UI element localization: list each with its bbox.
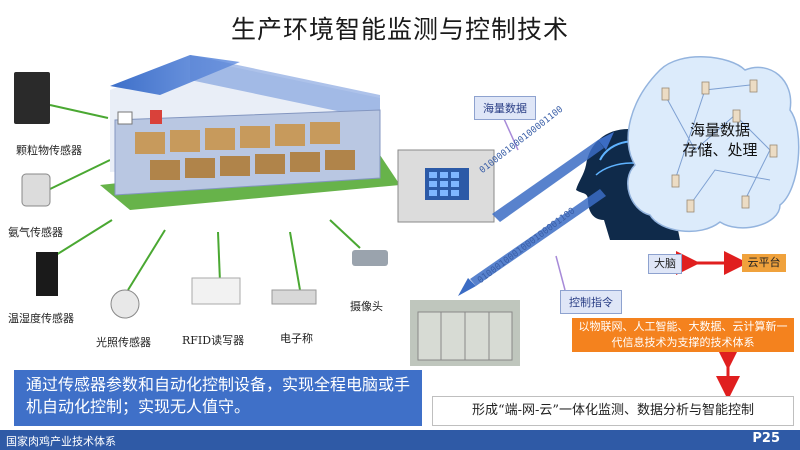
page-number: P25 [752, 431, 780, 446]
control-command-pointer [555, 255, 566, 291]
control-cabinet [397, 149, 495, 223]
chicken-cages [135, 122, 355, 180]
cloud-text-line1: 海量数据 [689, 121, 750, 139]
temp-humidity-sensor-icon [36, 252, 58, 296]
summary-box: 通过传感器参数和自动化控制设备，实现全程电脑或手机自动化控制；实现无人值守。 [14, 370, 422, 426]
cloud-shape [627, 56, 800, 233]
cloud-text: 海量数据 存储、处理 [680, 120, 760, 160]
poultry-house [100, 55, 400, 210]
light-sensor-label: 光照传感器 [96, 336, 151, 349]
control-room-photo [410, 300, 520, 366]
ammonia-sensor-label: 氨气传感器 [8, 226, 63, 239]
page-title: 生产环境智能监测与控制技术 [230, 15, 569, 44]
temp-humidity-sensor-label: 温湿度传感器 [8, 312, 74, 325]
fan-icon [117, 111, 133, 125]
scale-label: 电子称 [280, 332, 313, 345]
footer-bar [0, 430, 800, 450]
control-command-callout: 控制指令 [560, 290, 622, 314]
granule-sensor-label: 颗粒物传感器 [16, 144, 82, 157]
heater-icon [150, 110, 162, 124]
ammonia-sensor-icon [21, 173, 51, 207]
light-sensor-icon [110, 289, 140, 319]
footer-text: 国家肉鸡产业技术体系 [6, 435, 116, 448]
cloud-text-line2: 存储、处理 [682, 141, 758, 159]
camera-label: 摄像头 [350, 300, 383, 313]
brain-label: 大脑 [648, 254, 682, 274]
camera-icon [352, 250, 388, 266]
massive-data-callout: 海量数据 [474, 96, 536, 120]
cloud-platform-label: 云平台 [742, 254, 786, 272]
integration-box: 形成“端-网-云”一体化监测、数据分析与智能控制 [432, 396, 794, 426]
rfid-reader-icon [191, 277, 241, 305]
scale-icon [271, 289, 317, 305]
data-flow-arrows [458, 132, 614, 296]
rfid-reader-label: RFID读写器 [182, 334, 245, 347]
granule-sensor-icon [14, 72, 50, 124]
tech-system-box: 以物联网、人工智能、大数据、云计算新一代信息技术为支撑的技术体系 [572, 318, 794, 352]
sensor-icons [14, 72, 388, 319]
